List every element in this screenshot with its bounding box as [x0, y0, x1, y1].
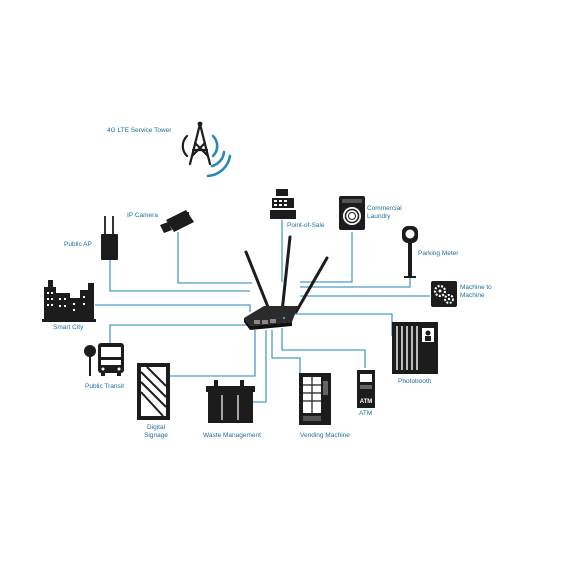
node-label-vending-machine: Vending Machine	[300, 432, 350, 439]
line-ip-camera	[177, 232, 252, 284]
line-waste-management	[252, 330, 267, 403]
line-smart-city	[95, 304, 251, 312]
photobooth-icon	[392, 322, 438, 374]
tower-label: 4G LTE Service Tower	[107, 127, 172, 134]
vending-machine-icon	[299, 373, 331, 425]
cash-register-icon	[270, 189, 296, 219]
node-label-public-transit: Public Transit	[85, 383, 125, 390]
line-vending-machine	[271, 330, 301, 375]
node-label-atm: ATM	[359, 410, 373, 417]
node-label-waste-management: Waste Management	[203, 432, 261, 439]
node-label-parking-meter: Parking Meter	[418, 250, 459, 257]
node-label-machine-to-machine: Machine to Machine	[460, 284, 492, 299]
line-commercial-laundry	[300, 232, 353, 283]
node-label-photobooth: Photobooth	[398, 378, 432, 385]
gears-icon	[431, 281, 457, 307]
node-label-ip-camera: IP Camera	[127, 212, 158, 219]
line-atm	[281, 328, 366, 368]
svg-text:ATM: ATM	[360, 399, 373, 405]
ip-camera-icon	[160, 210, 194, 233]
parking-meter-icon	[402, 226, 418, 278]
node-label-public-ap: Public AP	[64, 241, 92, 248]
bus-stop-icon	[84, 343, 124, 376]
lte-router-icon	[244, 235, 329, 330]
city-buildings-icon	[42, 280, 96, 322]
line-digital-signage	[170, 330, 256, 377]
cell-tower-icon	[181, 121, 232, 178]
line-parking-meter	[300, 278, 411, 288]
atm-icon: ATM	[357, 370, 375, 408]
node-label-point-of-sale: Point-of-Sale	[287, 222, 325, 229]
line-photobooth	[292, 313, 393, 336]
signage-display-icon	[137, 363, 170, 420]
node-label-commercial-laundry: Commercial Laundry	[367, 205, 402, 220]
line-public-ap	[109, 260, 250, 292]
node-label-digital-signage: Digital Signage	[144, 424, 168, 439]
line-public-transit	[109, 324, 250, 343]
washing-machine-icon	[339, 196, 365, 230]
connection-lines	[95, 220, 430, 403]
node-label-smart-city: Smart City	[53, 324, 84, 331]
access-point-icon	[101, 216, 118, 260]
dumpster-icon	[206, 380, 255, 423]
